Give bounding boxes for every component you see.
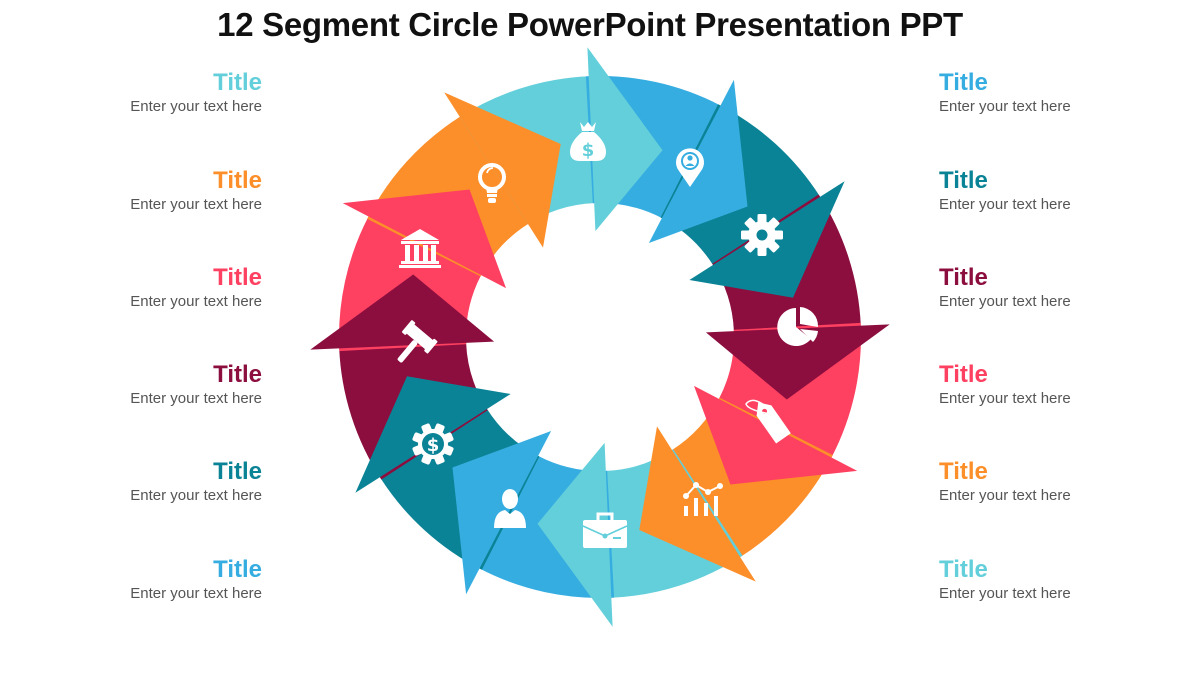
bank-icon <box>399 229 441 268</box>
money-bag-icon: $ <box>570 122 606 161</box>
left-item-1: Title Enter your text here <box>22 70 262 117</box>
item-text: Enter your text here <box>130 98 262 115</box>
gavel-icon <box>397 320 438 363</box>
item-title: Title <box>939 556 988 583</box>
right-item-4: Title Enter your text here <box>939 362 1179 409</box>
briefcase-icon <box>582 512 628 548</box>
segment-arrowhead <box>537 442 613 627</box>
item-title: Title <box>939 361 988 388</box>
item-text: Enter your text here <box>939 390 1071 407</box>
growth-chart-icon <box>683 482 723 516</box>
item-text: Enter your text here <box>939 196 1071 213</box>
item-text: Enter your text here <box>939 585 1071 602</box>
dollar-gear-icon: $ <box>412 423 454 465</box>
price-tag-icon <box>745 399 791 444</box>
right-item-5: Title Enter your text here <box>939 459 1179 506</box>
person-icon <box>494 489 526 528</box>
item-text: Enter your text here <box>130 585 262 602</box>
right-item-1: Title Enter your text here <box>939 70 1179 117</box>
lightbulb-icon <box>478 163 506 203</box>
left-item-2: Title Enter your text here <box>22 168 262 215</box>
item-title: Title <box>939 264 988 291</box>
segment-arrowhead <box>310 274 495 350</box>
item-text: Enter your text here <box>130 196 262 213</box>
item-title: Title <box>213 361 262 388</box>
item-title: Title <box>213 556 262 583</box>
left-item-6: Title Enter your text here <box>22 557 262 604</box>
item-title: Title <box>939 167 988 194</box>
left-item-4: Title Enter your text here <box>22 362 262 409</box>
gear-icon <box>741 214 783 256</box>
item-text: Enter your text here <box>939 487 1071 504</box>
segment-arrowhead <box>587 47 663 232</box>
pie-chart-icon <box>777 307 819 346</box>
item-title: Title <box>213 264 262 291</box>
item-text: Enter your text here <box>939 293 1071 310</box>
item-title: Title <box>213 458 262 485</box>
item-text: Enter your text here <box>939 98 1071 115</box>
item-title: Title <box>939 458 988 485</box>
svg-text:$: $ <box>427 435 440 456</box>
item-title: Title <box>213 69 262 96</box>
location-pin-icon <box>676 148 704 187</box>
item-text: Enter your text here <box>130 390 262 407</box>
item-text: Enter your text here <box>130 487 262 504</box>
segment-arrowhead <box>705 324 890 400</box>
page-title: 12 Segment Circle PowerPoint Presentatio… <box>217 6 963 43</box>
right-item-3: Title Enter your text here <box>939 265 1179 312</box>
item-title: Title <box>213 167 262 194</box>
right-item-2: Title Enter your text here <box>939 168 1179 215</box>
left-item-3: Title Enter your text here <box>22 265 262 312</box>
item-text: Enter your text here <box>130 293 262 310</box>
left-item-5: Title Enter your text here <box>22 459 262 506</box>
item-title: Title <box>939 69 988 96</box>
segment-icons: $ <box>397 122 819 548</box>
svg-text:$: $ <box>582 140 595 161</box>
right-item-6: Title Enter your text here <box>939 557 1179 604</box>
